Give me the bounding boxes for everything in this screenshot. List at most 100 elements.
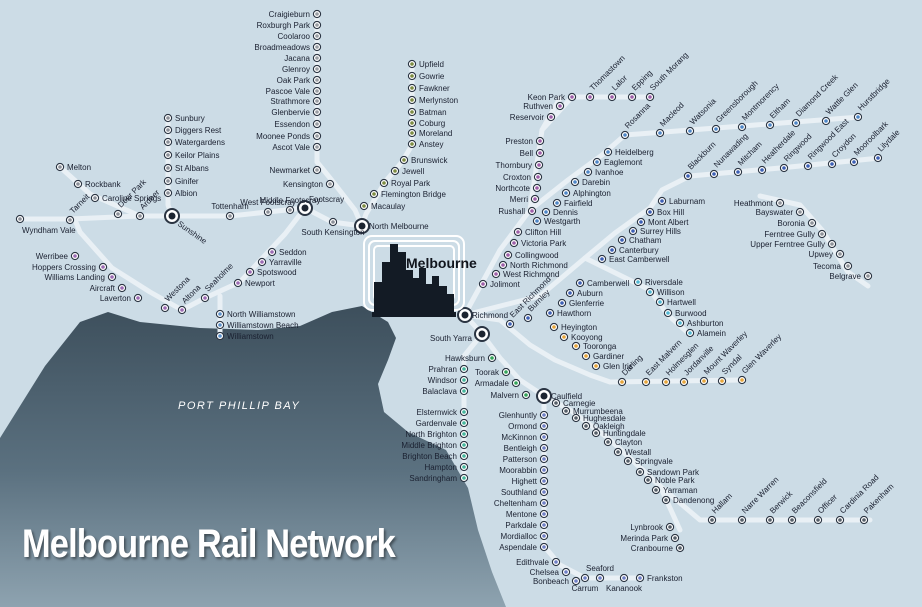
- station-brighton-beach[interactable]: [459, 451, 469, 461]
- station-springvale[interactable]: [623, 456, 633, 466]
- station-heathmont[interactable]: [775, 198, 785, 208]
- station-seaholme[interactable]: [200, 293, 210, 303]
- station-east-richmond[interactable]: [505, 319, 515, 329]
- station-mont-albert[interactable]: [636, 217, 646, 227]
- station-darebin[interactable]: [570, 177, 580, 187]
- station-wyndham-vale[interactable]: [15, 214, 25, 224]
- station-dandenong[interactable]: [661, 495, 671, 505]
- station-spotswood[interactable]: [245, 267, 255, 277]
- station-lalor[interactable]: [607, 92, 617, 102]
- station-lynbrook[interactable]: [665, 522, 675, 532]
- station-hawthorn[interactable]: [545, 308, 555, 318]
- station-frankston[interactable]: [635, 573, 645, 583]
- station-burwood[interactable]: [663, 308, 673, 318]
- station-balaclava[interactable]: [459, 386, 469, 396]
- station-heyington[interactable]: [549, 322, 559, 332]
- station-belgrave[interactable]: [863, 271, 873, 281]
- station-boronia[interactable]: [807, 218, 817, 228]
- station-ruthven[interactable]: [555, 101, 565, 111]
- station-camberwell[interactable]: [575, 278, 585, 288]
- station-epping[interactable]: [627, 92, 637, 102]
- station-blackburn[interactable]: [683, 171, 693, 181]
- station-ginifer[interactable]: [163, 176, 173, 186]
- station-werribee[interactable]: [70, 251, 80, 261]
- station-keon-park[interactable]: [567, 92, 577, 102]
- station-east-camberwell[interactable]: [597, 254, 607, 264]
- station-royal-park[interactable]: [379, 178, 389, 188]
- station-aspendale[interactable]: [539, 542, 549, 552]
- station-surrey-hills[interactable]: [628, 226, 638, 236]
- station-chatham[interactable]: [617, 235, 627, 245]
- station-moorabbin[interactable]: [539, 465, 549, 475]
- station-tecoma[interactable]: [843, 261, 853, 271]
- station-merri[interactable]: [530, 194, 540, 204]
- station-ivanhoe[interactable]: [583, 167, 593, 177]
- station-south-yarra[interactable]: [474, 326, 490, 342]
- station-yarraville[interactable]: [257, 257, 267, 267]
- station-watsonia[interactable]: [685, 126, 695, 136]
- station-moonee-ponds[interactable]: [312, 131, 322, 141]
- station-coburg[interactable]: [407, 118, 417, 128]
- station-cranbourne[interactable]: [675, 543, 685, 553]
- station-hurstbridge[interactable]: [853, 112, 863, 122]
- station-gardenvale[interactable]: [459, 418, 469, 428]
- station-huntingdale[interactable]: [591, 428, 601, 438]
- station-diggers-rest[interactable]: [163, 125, 173, 135]
- station-ormond[interactable]: [539, 421, 549, 431]
- station-williamstown[interactable]: [215, 331, 225, 341]
- station-craigieburn[interactable]: [312, 9, 322, 19]
- station-beaconsfield[interactable]: [787, 515, 797, 525]
- station-parkdale[interactable]: [539, 520, 549, 530]
- station-officer[interactable]: [813, 515, 823, 525]
- station-broadmeadows[interactable]: [312, 42, 322, 52]
- station-alamein[interactable]: [685, 328, 695, 338]
- station-westona[interactable]: [160, 303, 170, 313]
- station-seddon[interactable]: [267, 247, 277, 257]
- station-anstey[interactable]: [407, 139, 417, 149]
- station-fawkner[interactable]: [407, 83, 417, 93]
- station-gowrie[interactable]: [407, 71, 417, 81]
- station-glenbervie[interactable]: [312, 107, 322, 117]
- station-willison[interactable]: [645, 287, 655, 297]
- station-glen-waverley[interactable]: [737, 375, 747, 385]
- station-sunbury[interactable]: [163, 113, 173, 123]
- station-strathmore[interactable]: [312, 96, 322, 106]
- station-malvern[interactable]: [521, 390, 531, 400]
- station-noble-park[interactable]: [643, 475, 653, 485]
- station-chelsea[interactable]: [561, 567, 571, 577]
- station-patterson[interactable]: [539, 454, 549, 464]
- station-canterbury[interactable]: [607, 245, 617, 255]
- station-alphington[interactable]: [561, 188, 571, 198]
- station-oakleigh[interactable]: [581, 421, 591, 431]
- station-narre-warren[interactable]: [737, 515, 747, 525]
- station-merinda-park[interactable]: [670, 533, 680, 543]
- station-eltham[interactable]: [765, 120, 775, 130]
- station-mooroolbark[interactable]: [849, 157, 859, 167]
- station-bonbeach[interactable]: [571, 576, 581, 586]
- station-bell[interactable]: [535, 148, 545, 158]
- station-heatherdale[interactable]: [757, 165, 767, 175]
- station-newmarket[interactable]: [312, 165, 322, 175]
- station-preston[interactable]: [535, 136, 545, 146]
- station-carrum[interactable]: [580, 573, 590, 583]
- station-moreland[interactable]: [407, 128, 417, 138]
- station-macleod[interactable]: [655, 128, 665, 138]
- station-pakenham[interactable]: [859, 515, 869, 525]
- station-lilydale[interactable]: [873, 153, 883, 163]
- station-croxton[interactable]: [533, 172, 543, 182]
- station-south-morang[interactable]: [645, 92, 655, 102]
- station-murrumbeena[interactable]: [561, 406, 571, 416]
- station-reservoir[interactable]: [546, 112, 556, 122]
- station-darling[interactable]: [617, 377, 627, 387]
- station-caroline-springs[interactable]: [90, 193, 100, 203]
- station-westgarth[interactable]: [532, 216, 542, 226]
- station-middle-brighton[interactable]: [459, 440, 469, 450]
- station-upfield[interactable]: [407, 59, 417, 69]
- station-berwick[interactable]: [765, 515, 775, 525]
- station-windsor[interactable]: [459, 375, 469, 385]
- station-montmorency[interactable]: [737, 122, 747, 132]
- station-flemington-bridge[interactable]: [369, 189, 379, 199]
- station-williamstown-beach[interactable]: [215, 320, 225, 330]
- station-west-footscray[interactable]: [263, 207, 273, 217]
- station-oak-park[interactable]: [312, 75, 322, 85]
